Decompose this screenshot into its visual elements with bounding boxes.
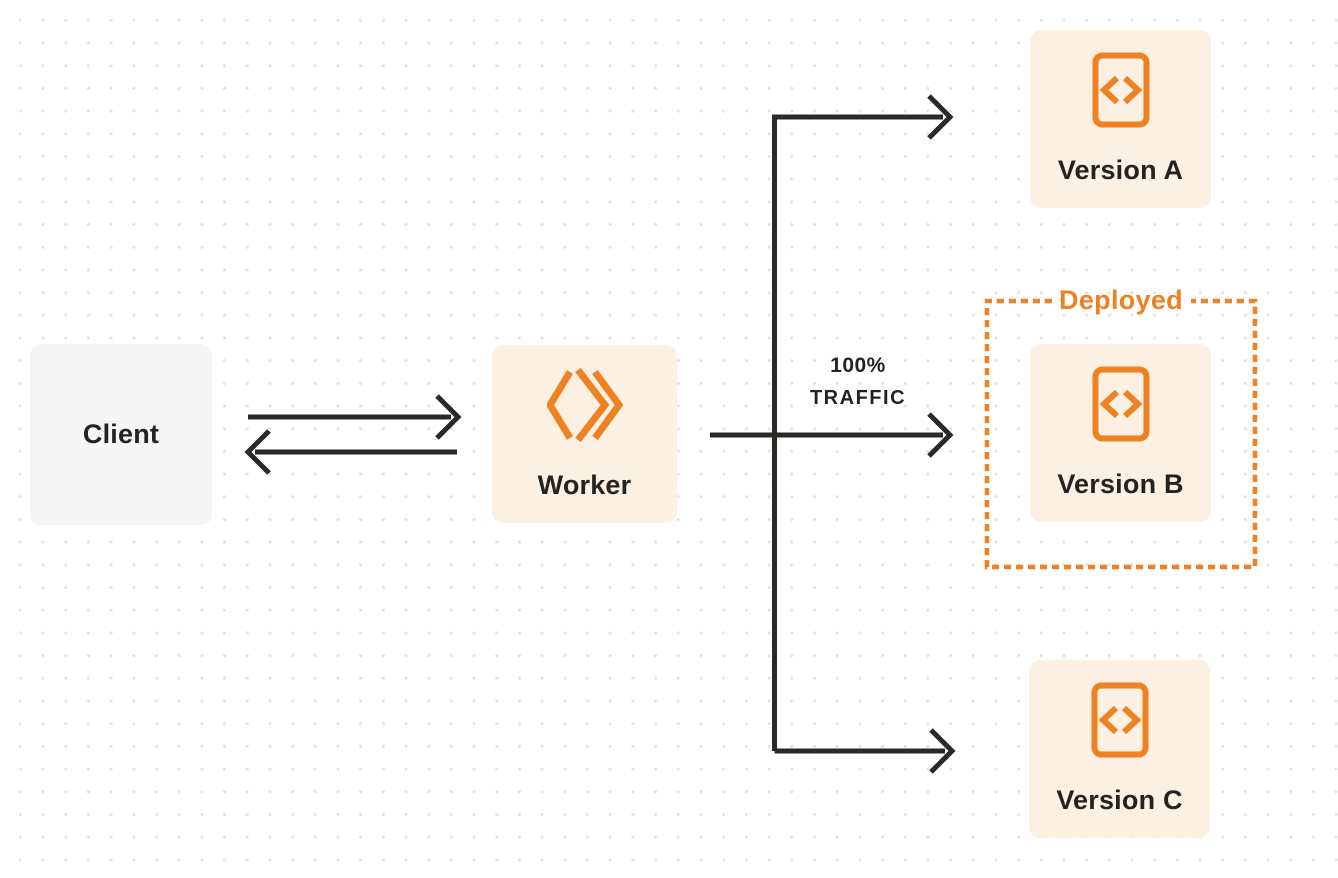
version-c-label: Version C bbox=[1056, 784, 1183, 815]
arrowhead-version-b-icon bbox=[927, 412, 954, 458]
arrow-right-icon bbox=[435, 394, 462, 440]
version-a-label: Version A bbox=[1057, 154, 1184, 185]
version-b-label: Version B bbox=[1057, 468, 1184, 499]
version-c-node: Version C bbox=[1029, 660, 1210, 838]
arrowhead-version-a-icon bbox=[927, 94, 954, 140]
version-a-node: Version A bbox=[1030, 30, 1211, 208]
client-node: Client bbox=[30, 344, 212, 525]
traffic-word: TRAFFIC bbox=[809, 387, 907, 409]
traffic-label: 100% TRAFFIC bbox=[777, 349, 939, 414]
traffic-percent: 100% bbox=[830, 354, 886, 377]
worker-node: Worker bbox=[492, 345, 677, 523]
fanout-trunk-and-top-branch bbox=[772, 114, 943, 751]
deployed-label: Deployed bbox=[1059, 285, 1183, 315]
arrowhead-version-c-icon bbox=[929, 728, 956, 774]
client-label: Client bbox=[82, 418, 160, 449]
cloudflare-workers-icon bbox=[546, 368, 623, 443]
version-b-node: Version B bbox=[1030, 344, 1211, 522]
code-file-icon bbox=[1091, 682, 1148, 758]
deployed-dashed-border bbox=[984, 298, 1258, 570]
worker-label: Worker bbox=[537, 470, 632, 501]
code-file-icon bbox=[1092, 366, 1149, 442]
arrow-left-icon bbox=[244, 429, 271, 475]
code-file-icon bbox=[1092, 52, 1149, 128]
